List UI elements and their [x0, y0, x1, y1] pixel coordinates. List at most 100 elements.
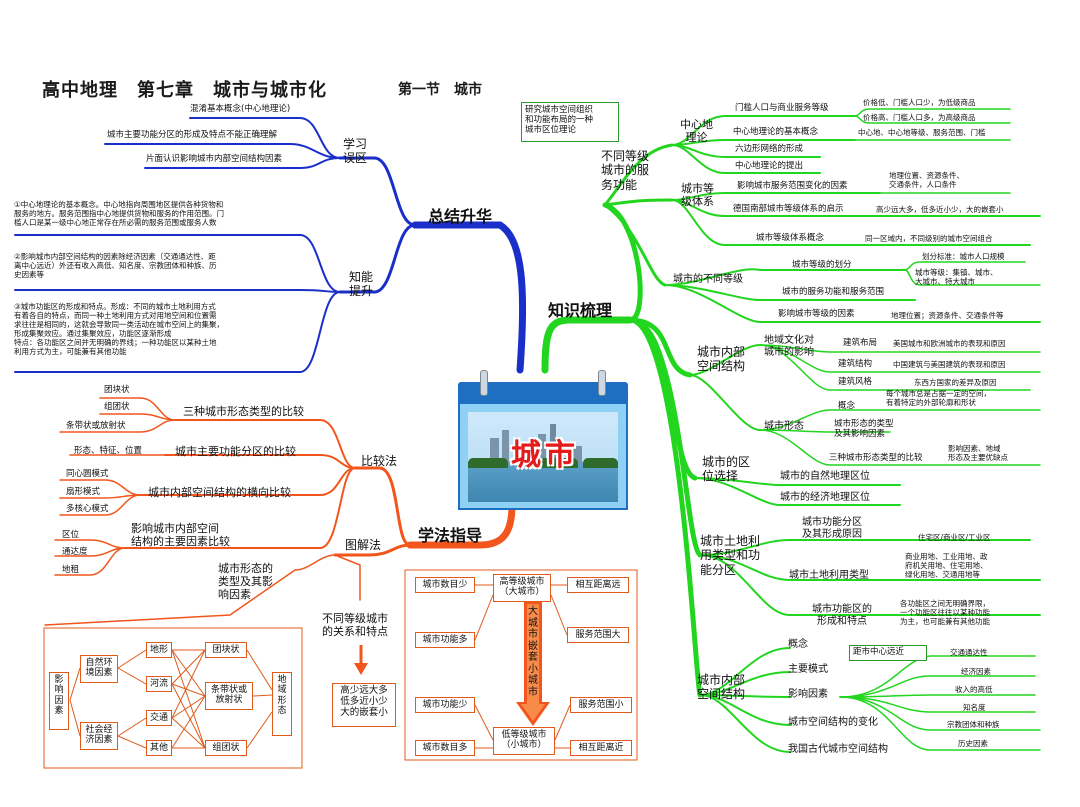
- level-result-box: 高少远大多 低多近小少 大的嵌套小: [332, 683, 396, 727]
- compare-group: 城市主要功能分区的比较: [175, 445, 296, 458]
- low-right-box: 服务范围小: [570, 697, 632, 713]
- form-item: 城市形态的类型 及其影响因素: [834, 419, 894, 440]
- summary-skills-label: 知能 提升: [349, 270, 374, 299]
- compare-group: 影响城市内部空间 结构的主要因素比较: [131, 522, 230, 549]
- structure-label: 城市内部 空间结构: [697, 673, 746, 702]
- culture-detail: 东西方国家的差异及原因: [914, 378, 997, 387]
- compare-item: 地租: [62, 565, 80, 575]
- compare-item: 多核心模式: [66, 504, 109, 514]
- compare-label: 比较法: [361, 454, 398, 468]
- central-detail: 中心地、中心地等级、服务范围、门槛: [858, 128, 986, 137]
- levels-item: 城市等级的划分: [792, 260, 852, 270]
- factor-diagram-lines: [43, 627, 303, 769]
- central-item: 六边形网络的形成: [735, 144, 804, 154]
- landuse-item: 城市功能分区 及其形成原因: [802, 517, 862, 540]
- hierarchy-detail: 同一区域内，不同级别的城市空间组合: [865, 234, 993, 243]
- form-item: 三种城市形态类型的比较: [829, 453, 923, 463]
- factor-terrain-box: 地形: [146, 642, 172, 658]
- central-detail: 价格高、门槛人口多，为高级商品: [863, 113, 976, 122]
- service-function-label: 不同等级 城市的服 务功能: [601, 149, 650, 192]
- morph-title: 城市形态的 类型及其影 响因素: [218, 562, 273, 602]
- culture-item: 建筑结构: [838, 359, 873, 369]
- low-right-box: 相互距离近: [570, 740, 632, 756]
- structure-item: 概念: [788, 639, 808, 650]
- structure-item: 主要模式: [788, 664, 828, 675]
- form-strip-box: 条带状或 放射状: [205, 682, 253, 710]
- structure-factor: 收入的高低: [955, 685, 993, 694]
- green-branch-lines: [541, 108, 1041, 753]
- error-item: 片面认识影响城市内部空间结构因素: [146, 154, 283, 164]
- compare-item: 形态、特征、位置: [74, 446, 143, 456]
- central-item: 中心地理论的基本概念: [733, 127, 819, 137]
- error-item: 城市主要功能分区的形成及特点不能正确理解: [107, 130, 278, 140]
- skill-item: ①中心地理论的基本概念。中心地指向周围地区提供各种货物和 服务的地方。服务范围指…: [14, 200, 224, 227]
- down-arrow-icon: [354, 645, 368, 675]
- landuse-label: 城市土地利 用类型和功 能分区: [700, 534, 761, 577]
- form-item: 概念: [838, 401, 856, 411]
- landuse-detail: 各功能区之间无明确界限， 一个功能区往往以某种功能 为主，也可能兼有其他功能: [900, 599, 990, 626]
- central-place-label: 中心地 理论: [680, 118, 713, 145]
- structure-factor: 宗教团体和种族: [947, 720, 1000, 729]
- high-right-box: 相互距离远: [567, 577, 629, 593]
- location-choice-label: 城市的区 位选择: [702, 455, 751, 484]
- central-place-note: 研究城市空间组织 和功能布局的一种 城市区位理论: [521, 102, 619, 142]
- form-detail: 每个城市总是占据一定的空间， 有着特定的外部轮廓和形状: [886, 389, 991, 407]
- compare-group: 三种城市形态类型的比较: [183, 405, 304, 418]
- landuse-detail: 商业用地、工业用地、政 府机关用地、住宅用地、 绿化用地、交通用地等: [905, 552, 988, 579]
- factor-traffic-box: 交通: [146, 710, 172, 726]
- high-left-box: 城市功能多: [415, 632, 475, 648]
- compare-item: 扇形模式: [66, 487, 101, 497]
- levels-detail: 划分标准：城市人口规模: [922, 252, 1005, 261]
- branch-method: 学法指导: [418, 526, 483, 545]
- hierarchy-detail: 高少远大多，低多近小少，大的嵌套小: [876, 205, 1004, 214]
- calendar-ring-icon: [598, 370, 606, 396]
- central-item: 中心地理论的提出: [735, 161, 804, 171]
- location-item: 城市的自然地理区位: [780, 471, 870, 482]
- nesting-arrow-icon: [516, 602, 550, 726]
- low-left-box: 城市数目多: [415, 740, 475, 756]
- city-hierarchy-label: 城市等 级体系: [681, 182, 714, 209]
- level-title: 不同等级城市 的关系和特点: [322, 612, 388, 639]
- levels-item: 城市的服务功能和服务范围: [782, 287, 885, 297]
- branch-knowledge: 知识梳理: [548, 301, 613, 320]
- blue-branch-lines: [14, 117, 527, 374]
- compare-group: 城市内部空间结构的横向比较: [148, 486, 291, 499]
- landuse-item: 城市土地利用类型: [789, 570, 869, 581]
- compare-item: 区位: [62, 530, 80, 540]
- center-label: 城市: [511, 438, 579, 473]
- calendar-header: [458, 382, 628, 402]
- error-item: 混淆基本概念(中心地理论): [190, 104, 291, 114]
- page-title: 高中地理 第七章 城市与城市化: [42, 80, 327, 101]
- structure-factor: 交通通达性: [950, 648, 988, 657]
- compare-item: 通达度: [62, 547, 88, 557]
- form-block-box: 团块状: [205, 642, 247, 658]
- skill-item: ②影响城市内部空间结构的因素除经济因素（交通通达性、距 离中心远近）外还有收入高…: [14, 252, 217, 279]
- structure-item: 城市空间结构的变化: [788, 717, 878, 728]
- high-right-box: 服务范围大: [567, 627, 629, 643]
- skill-item: ③城市功能区的形成和特点。形成：不同的城市土地利用方式 有着各自的特点，而同一种…: [14, 302, 224, 356]
- factor-social-box: 社会经 济因素: [80, 722, 118, 750]
- structure-item: 影响因素: [788, 689, 828, 700]
- structure-factor: 知名度: [963, 703, 986, 712]
- city-levels-label: 城市的不同等级: [673, 274, 743, 285]
- levels-detail: 地理位置；资源条件、交通条件等: [891, 311, 1004, 320]
- internal-structure-label: 城市内部 空间结构: [697, 345, 746, 374]
- landuse-item: 城市功能区的 形成和特点: [812, 604, 872, 627]
- diagram-method-label: 图解法: [345, 538, 382, 552]
- center-calendar-image: 城市: [458, 370, 628, 510]
- city-form-label: 城市形态: [764, 421, 804, 432]
- location-item: 城市的经济地理区位: [780, 492, 870, 503]
- orange-branch-lines: [44, 397, 516, 626]
- central-detail: 价格低、门槛人口少，为低级商品: [863, 98, 976, 107]
- section-title: 第一节 城市: [398, 82, 482, 98]
- levels-item: 影响城市等级的因素: [778, 309, 855, 319]
- hierarchy-detail: 地理位置、资源条件、 交通条件，人口条件: [889, 171, 964, 189]
- landuse-detail: 住宅区/商业区/工业区: [918, 533, 991, 542]
- structure-factor: 历史因素: [958, 739, 988, 748]
- culture-item: 建筑风格: [838, 377, 873, 387]
- compare-item: 组团状: [104, 402, 130, 412]
- branch-summary: 总结升华: [428, 207, 493, 226]
- calendar-ring-icon: [480, 370, 488, 396]
